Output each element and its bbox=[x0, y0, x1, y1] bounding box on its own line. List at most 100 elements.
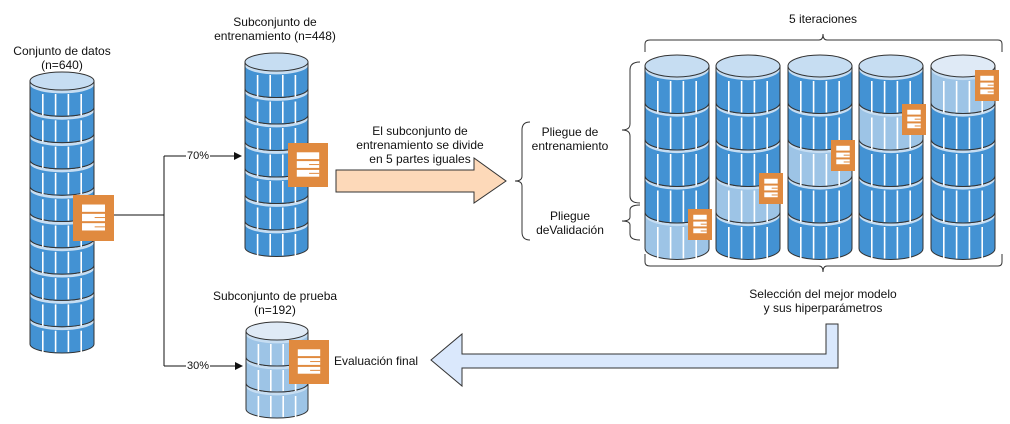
document-line bbox=[297, 349, 321, 357]
document-line bbox=[907, 123, 921, 129]
document-line bbox=[980, 82, 994, 88]
disk-band bbox=[245, 62, 308, 75]
stacks-layer bbox=[29, 52, 999, 419]
document-line bbox=[764, 192, 778, 198]
document-line bbox=[82, 213, 105, 222]
disk-band bbox=[245, 221, 308, 234]
divide-arrow bbox=[335, 157, 507, 204]
disk-band bbox=[30, 317, 94, 331]
validation-document-icon-5 bbox=[975, 70, 999, 101]
brace-validation-fold bbox=[621, 204, 641, 241]
document-line bbox=[693, 214, 707, 220]
document-line bbox=[907, 109, 921, 115]
disk-band bbox=[716, 212, 780, 227]
dataset-count: (n=640) bbox=[41, 58, 83, 72]
disk-band bbox=[30, 107, 94, 120]
divide-line-2: entrenamiento se divide bbox=[356, 138, 484, 152]
brace-iterations bbox=[644, 33, 1003, 52]
dataset-title: Conjunto de datos(n=640) bbox=[2, 44, 122, 72]
document-line bbox=[764, 185, 778, 191]
train-title-text: Subconjunto de bbox=[233, 15, 317, 29]
selection-line-2: y sus hiperparámetros bbox=[763, 301, 883, 315]
disk-band bbox=[788, 212, 852, 227]
train-count: entrenamiento (n=448) bbox=[214, 29, 336, 43]
disk-band bbox=[931, 175, 995, 190]
divide-line-3: en 5 partes iguales bbox=[369, 152, 471, 166]
document-line bbox=[907, 116, 921, 122]
split-30-label: 30% bbox=[186, 360, 210, 372]
disk-band bbox=[931, 212, 995, 227]
validation-document-icon-2 bbox=[759, 173, 783, 204]
document-line bbox=[764, 178, 778, 184]
disk-band bbox=[716, 139, 780, 154]
test-subset-title: Subconjunto de prueba(n=192) bbox=[205, 289, 345, 317]
document-line bbox=[836, 145, 850, 151]
disk-top bbox=[858, 54, 924, 78]
document-line bbox=[296, 152, 320, 160]
disk-top bbox=[244, 52, 309, 72]
disk-band bbox=[30, 291, 94, 304]
document-line bbox=[82, 204, 105, 212]
disk-band bbox=[245, 88, 308, 101]
disk-band bbox=[30, 238, 94, 252]
training-fold-line-1: Pliegue de bbox=[541, 125, 599, 139]
iteration-stack-3 bbox=[787, 54, 853, 260]
disk-band bbox=[30, 265, 94, 278]
validation-document-icon-1 bbox=[688, 209, 712, 240]
disk-band bbox=[859, 212, 923, 227]
brace-training-fold bbox=[621, 61, 641, 204]
disk-band bbox=[859, 66, 923, 81]
document-line bbox=[296, 169, 320, 177]
document-line bbox=[836, 152, 850, 158]
brace-fold-group bbox=[514, 121, 531, 241]
disk-band bbox=[931, 102, 995, 117]
iteration-stack-5 bbox=[930, 54, 996, 260]
validation-fold-line-2: deValidación bbox=[536, 223, 604, 237]
split-connectors bbox=[112, 152, 243, 370]
disk-band bbox=[645, 102, 709, 117]
selection-line-1: Selección del mejor modelo bbox=[749, 287, 897, 301]
document-line bbox=[82, 223, 105, 231]
disk-band bbox=[931, 139, 995, 154]
final-evaluation-label: Evaluación final bbox=[334, 354, 419, 368]
bracket-folds bbox=[514, 33, 1003, 273]
validation-fold-line-1: Pliegue bbox=[549, 209, 591, 223]
document-line bbox=[980, 89, 994, 95]
dataset-document-icon bbox=[73, 195, 114, 241]
document-line bbox=[297, 366, 321, 374]
disk-top bbox=[715, 54, 781, 78]
disk-band bbox=[245, 115, 308, 128]
disk-top bbox=[29, 71, 95, 91]
dataset-title-text: Conjunto de datos bbox=[13, 44, 111, 58]
disk-band bbox=[245, 194, 308, 207]
selection-arrow bbox=[430, 323, 839, 388]
document-line bbox=[297, 358, 321, 365]
split-70-label: 70% bbox=[186, 150, 210, 162]
disk-band bbox=[30, 81, 94, 94]
test-count: (n=192) bbox=[254, 303, 296, 317]
test-document-icon bbox=[289, 340, 329, 384]
disk-band bbox=[246, 383, 308, 396]
document-line bbox=[296, 161, 320, 168]
document-line bbox=[980, 75, 994, 81]
validation-document-icon-4 bbox=[902, 104, 926, 135]
brace-selection bbox=[644, 254, 1003, 273]
divide-line-1: El subconjunto de bbox=[372, 124, 468, 138]
validation-document-icon-3 bbox=[831, 140, 855, 171]
disk-band bbox=[30, 133, 94, 147]
train-document-icon bbox=[288, 143, 328, 187]
disk-band bbox=[716, 66, 780, 81]
disk-top bbox=[644, 54, 710, 78]
document-line bbox=[693, 221, 707, 227]
disk-band bbox=[645, 66, 709, 81]
disk-top bbox=[787, 54, 853, 78]
document-line bbox=[836, 159, 850, 165]
disk-band bbox=[859, 175, 923, 190]
disk-band bbox=[788, 175, 852, 190]
